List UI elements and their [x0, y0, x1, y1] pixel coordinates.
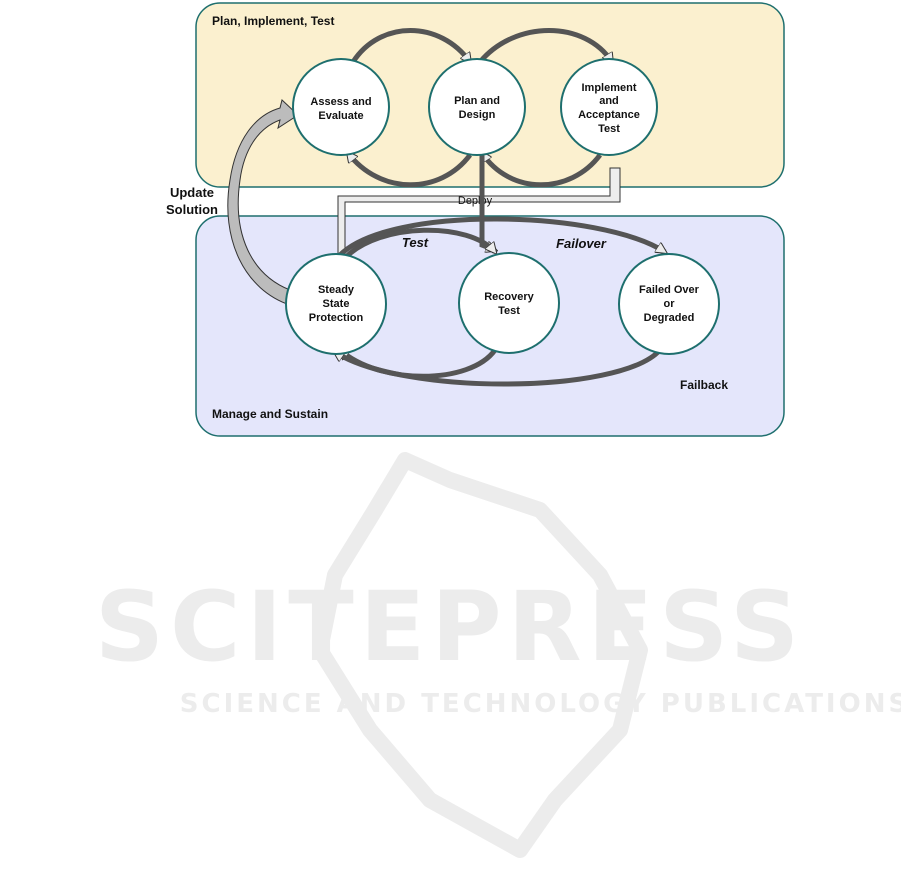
update-solution-label-1: Update — [170, 185, 214, 200]
node-steady-line-2: State — [323, 298, 350, 310]
node-plan-line-1: Plan and — [454, 95, 500, 107]
test-label: Test — [402, 235, 429, 250]
node-steady-line-3: Protection — [309, 312, 364, 324]
node-failed-line-1: Failed Over — [639, 284, 700, 296]
node-implement-circle — [561, 59, 657, 155]
node-assess-evaluate: Assess and Evaluate — [293, 59, 389, 155]
node-failed-line-3: Degraded — [644, 312, 695, 324]
node-steady-state: Steady State Protection — [286, 254, 386, 354]
node-implement-line-1: Implement — [581, 82, 636, 94]
group-title-manage: Manage and Sustain — [212, 407, 328, 421]
update-solution-label-2: Solution — [166, 202, 218, 217]
node-implement-line-3: Acceptance — [578, 109, 640, 121]
node-failed-over: Failed Over or Degraded — [619, 254, 719, 354]
node-implement-test: Implement and Acceptance Test — [561, 59, 657, 155]
node-recovery-line-2: Test — [498, 305, 520, 317]
node-recovery-circle — [459, 253, 559, 353]
failback-label: Failback — [680, 378, 728, 392]
group-title-plan: Plan, Implement, Test — [212, 14, 334, 28]
node-failed-line-2: or — [664, 298, 676, 310]
deploy-label: Deploy — [458, 195, 493, 207]
node-steady-line-1: Steady — [318, 284, 355, 296]
node-recovery-line-1: Recovery — [484, 291, 534, 303]
node-plan-circle — [429, 59, 525, 155]
node-plan-line-2: Design — [459, 109, 496, 121]
watermark: SCITEPRESS SCIENCE AND TECHNOLOGY PUBLIC… — [95, 460, 901, 850]
node-plan-design: Plan and Design — [429, 59, 525, 155]
watermark-tagline: SCIENCE AND TECHNOLOGY PUBLICATIONS — [180, 689, 901, 719]
node-implement-line-2: and — [599, 95, 619, 107]
node-implement-line-4: Test — [598, 123, 620, 135]
watermark-publisher: SCITEPRESS — [95, 571, 805, 683]
node-assess-line-1: Assess and — [310, 96, 371, 108]
failover-label: Failover — [556, 236, 607, 251]
node-assess-line-2: Evaluate — [318, 110, 363, 122]
node-recovery-test: Recovery Test — [459, 253, 559, 353]
